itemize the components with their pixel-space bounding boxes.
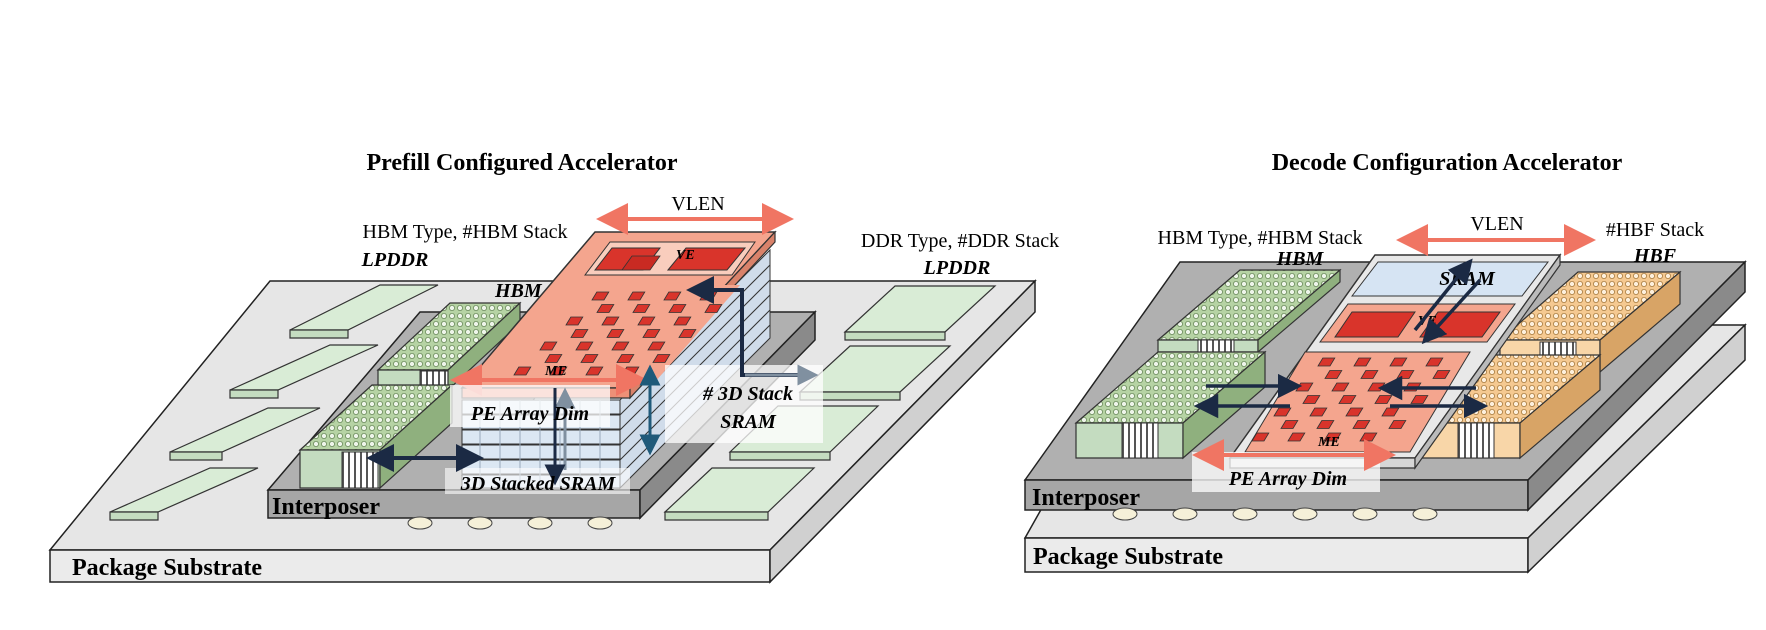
prefill-hbm-label: HBM bbox=[494, 280, 543, 302]
decode-hbm-stack-back bbox=[1156, 268, 1342, 354]
pe-cell bbox=[539, 341, 558, 351]
pe-cell bbox=[1273, 407, 1292, 417]
prefill-vlen-label: VLEN bbox=[671, 193, 724, 215]
pe-cell bbox=[1381, 407, 1400, 417]
pe-cell bbox=[678, 329, 697, 338]
pe-cell bbox=[1302, 395, 1321, 404]
prefill-stack-label-box bbox=[665, 365, 823, 443]
pe-cell bbox=[637, 316, 656, 326]
decode-pe-array-label: PE Array Dim bbox=[1228, 468, 1347, 490]
prefill-stack-label: # 3D Stack bbox=[702, 383, 793, 405]
pe-cell bbox=[1352, 420, 1371, 429]
pe-cell bbox=[1388, 420, 1407, 429]
decode-hbm-type-label: HBM Type, #HBM Stack bbox=[1158, 227, 1363, 249]
prefill-ddr-type-label: DDR Type, #DDR Stack bbox=[861, 230, 1059, 252]
prefill-pe-array-label: PE Array Dim bbox=[470, 403, 589, 425]
pe-cell bbox=[1353, 357, 1372, 367]
pe-cell bbox=[668, 304, 687, 313]
decode-title: Decode Configuration Accelerator bbox=[1272, 150, 1623, 176]
pe-cell bbox=[575, 341, 594, 351]
pe-cell bbox=[1425, 357, 1444, 367]
pe-cell bbox=[606, 329, 625, 338]
pe-cell bbox=[580, 354, 599, 363]
decode-hbf-label: HBF bbox=[1633, 245, 1677, 267]
prefill-vlen: VLEN bbox=[596, 193, 794, 235]
pe-cell bbox=[647, 341, 666, 351]
pe-cell bbox=[1432, 370, 1451, 379]
pe-cell bbox=[570, 329, 589, 338]
prefill-data-arrows bbox=[366, 276, 819, 486]
decode-vlen-label: VLEN bbox=[1470, 213, 1523, 235]
pe-cell bbox=[1331, 382, 1350, 392]
decode-interposer-label: Interposer bbox=[1032, 485, 1140, 511]
prefill-sram-label-box bbox=[445, 468, 630, 494]
prefill-hbm-type-label: HBM Type, #HBM Stack bbox=[363, 221, 568, 243]
pe-cell bbox=[616, 354, 635, 363]
prefill-me-label: ME bbox=[544, 364, 567, 379]
decode-substrate-label: Package Substrate bbox=[1033, 544, 1223, 570]
decode-data-arrows bbox=[1193, 258, 1489, 419]
pe-cell bbox=[1389, 357, 1408, 367]
prefill-lpddr-left-label: LPDDR bbox=[361, 249, 429, 271]
pe-cell bbox=[1317, 357, 1336, 367]
prefill-ve-label: VE bbox=[676, 248, 695, 263]
prefill-interposer-label: Interposer bbox=[272, 494, 380, 520]
prefill-compute-die: VE ME bbox=[460, 230, 777, 400]
pe-cell bbox=[663, 291, 682, 301]
pe-cell bbox=[565, 316, 584, 326]
prefill-diagram: Prefill Configured Accelerator Package S… bbox=[48, 150, 1059, 584]
pe-cell bbox=[1338, 395, 1357, 404]
pe-cell bbox=[1360, 370, 1379, 379]
pe-cell bbox=[544, 354, 563, 363]
prefill-lpddr-right-label: LPDDR bbox=[923, 257, 991, 279]
pe-cell bbox=[627, 291, 646, 301]
pe-cell bbox=[1345, 407, 1364, 417]
decode-hbf-stack-label: #HBF Stack bbox=[1606, 219, 1704, 241]
pe-cell bbox=[611, 341, 630, 351]
pe-cell bbox=[1280, 420, 1299, 429]
pe-cell bbox=[632, 304, 651, 313]
pe-cell bbox=[591, 291, 610, 301]
pe-cell bbox=[1410, 395, 1429, 404]
prefill-lpddr-pads-left bbox=[109, 284, 439, 521]
prefill-sram-label: SRAM bbox=[720, 411, 777, 433]
decode-hbm-label: HBM bbox=[1276, 248, 1325, 270]
prefill-stacked-sram-label: 3D Stacked SRAM bbox=[460, 473, 617, 495]
decode-vlen: VLEN bbox=[1396, 213, 1596, 256]
pe-cell bbox=[673, 316, 692, 326]
decode-me-label: ME bbox=[1317, 435, 1340, 450]
pe-cell bbox=[1316, 420, 1335, 429]
pe-cell bbox=[1309, 407, 1328, 417]
pe-cell bbox=[704, 304, 723, 313]
pe-cell bbox=[652, 354, 671, 363]
prefill-title: Prefill Configured Accelerator bbox=[366, 150, 677, 176]
decode-diagram: Decode Configuration Accelerator Package… bbox=[1023, 150, 1747, 574]
pe-cell bbox=[596, 304, 615, 313]
prefill-substrate-label: Package Substrate bbox=[72, 555, 262, 581]
prefill-pe-label-box bbox=[450, 385, 610, 427]
pe-cell bbox=[601, 316, 620, 326]
pe-cell bbox=[642, 329, 661, 338]
pe-cell bbox=[1324, 370, 1343, 379]
